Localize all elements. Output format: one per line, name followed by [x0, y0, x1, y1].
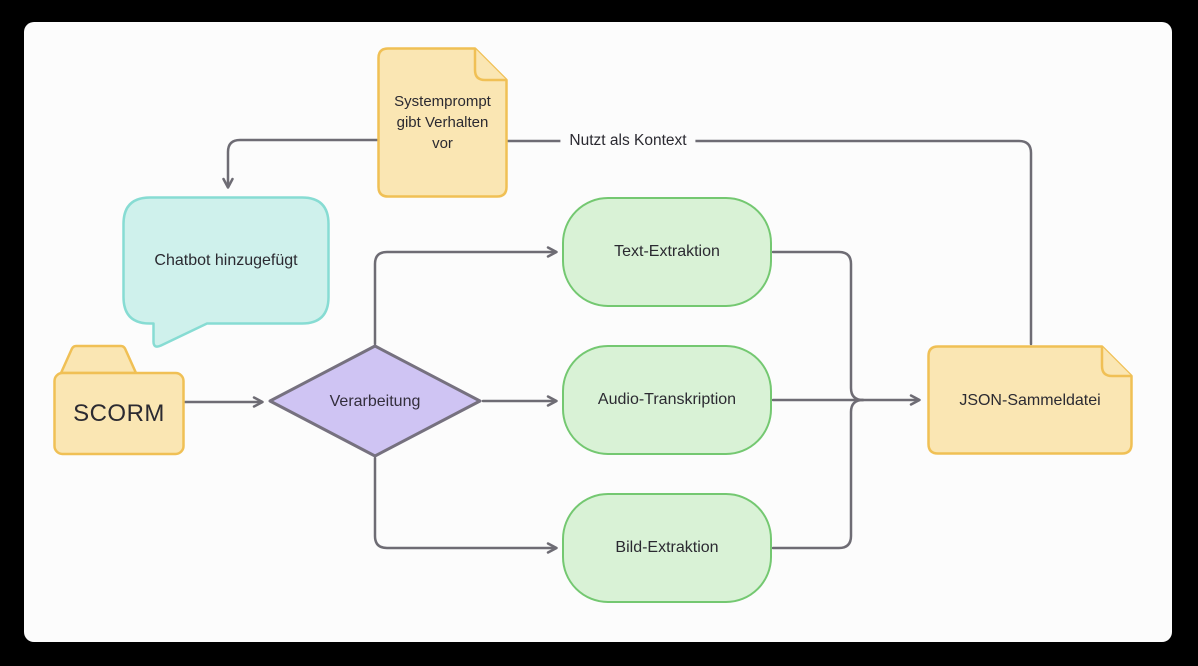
node-label: Bild-Extraktion: [615, 539, 719, 556]
edge-verarbeitung-text-extraktion: [373, 246, 558, 346]
speech-bubble-icon: [122, 196, 330, 348]
edge-text-extraktion-merge: [771, 250, 865, 402]
edge-verarbeitung-bild-extraktion: [373, 456, 558, 554]
edge-systemprompt-chatbot: [222, 138, 379, 189]
node-label: Text-Extraktion: [614, 243, 720, 260]
decision-diamond-icon: [268, 344, 482, 458]
node-json-sammeldatei-document: JSON-Sammeldatei: [927, 345, 1133, 455]
node-systemprompt-document: Systemprompt gibt Verhalten vor: [377, 47, 508, 198]
node-audio-transkription: Audio-Transkription: [562, 345, 772, 455]
document-icon: [377, 47, 508, 198]
edge-bild-extraktion-merge: [771, 398, 865, 550]
node-label: Audio-Transkription: [597, 391, 737, 408]
node-bild-extraktion: Bild-Extraktion: [562, 493, 772, 603]
document-icon: [927, 345, 1133, 455]
edge-systemprompt-json-sammeldatei: [506, 139, 1033, 346]
node-text-extraktion: Text-Extraktion: [562, 197, 772, 307]
node-verarbeitung-decision: Verarbeitung: [268, 343, 482, 459]
edge-label-nutzt-als-kontext: Nutzt als Kontext: [560, 130, 696, 152]
folder-icon: [53, 344, 185, 456]
node-scorm-folder: SCORM: [53, 344, 185, 456]
node-chatbot-bubble: Chatbot hinzugefügt: [122, 196, 330, 352]
